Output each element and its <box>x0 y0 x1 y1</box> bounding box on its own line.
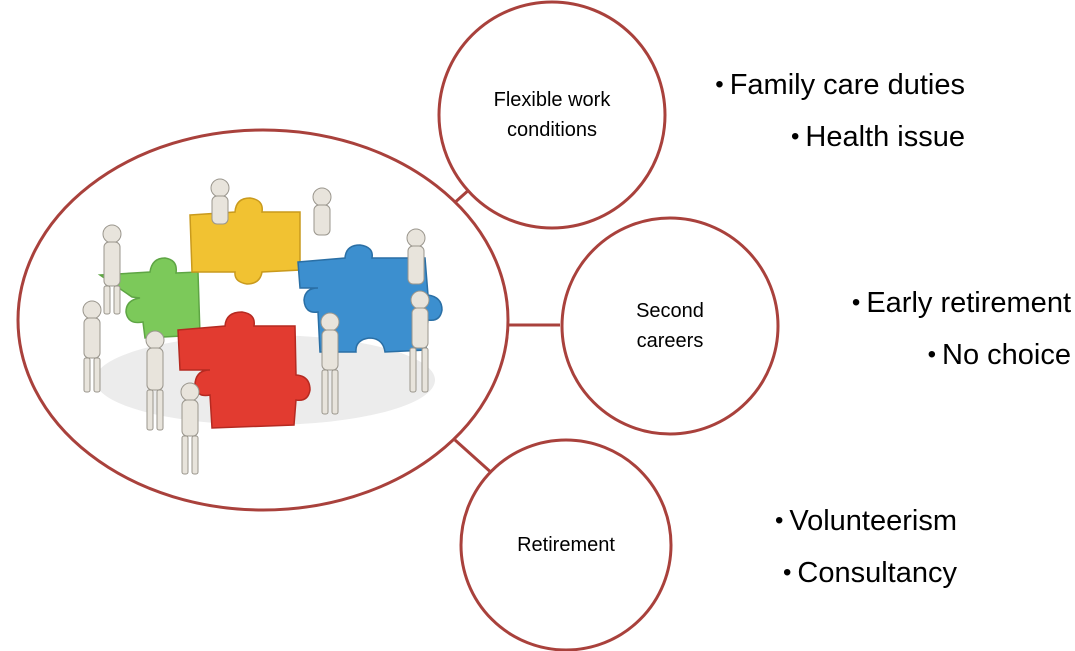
bullet-item: Consultancy <box>775 548 957 600</box>
bullet-item: Volunteerism <box>775 496 957 548</box>
bullets-flexible-work: Family care duties Health issue <box>715 60 965 164</box>
hub-ellipse <box>16 128 510 512</box>
bullets-second-careers: Early retirement No choice <box>852 278 1071 382</box>
node-label-retirement: Retirement <box>517 534 615 556</box>
bullet-item: Health issue <box>715 112 965 164</box>
circle-retirement <box>459 438 673 651</box>
puzzle-team-illustration-icon <box>82 178 443 475</box>
bullet-item: Early retirement <box>852 278 1071 330</box>
connector-retirement <box>453 438 496 477</box>
circle-flexible-work <box>437 0 667 230</box>
node-label-flexible-work: Flexible work conditions <box>493 89 611 141</box>
bullet-item: No choice <box>852 330 1071 382</box>
bullet-item: Family care duties <box>715 60 965 112</box>
circle-second-careers <box>560 216 780 436</box>
node-label-second-careers: Second careers <box>636 300 704 352</box>
bullets-retirement: Volunteerism Consultancy <box>775 496 957 600</box>
